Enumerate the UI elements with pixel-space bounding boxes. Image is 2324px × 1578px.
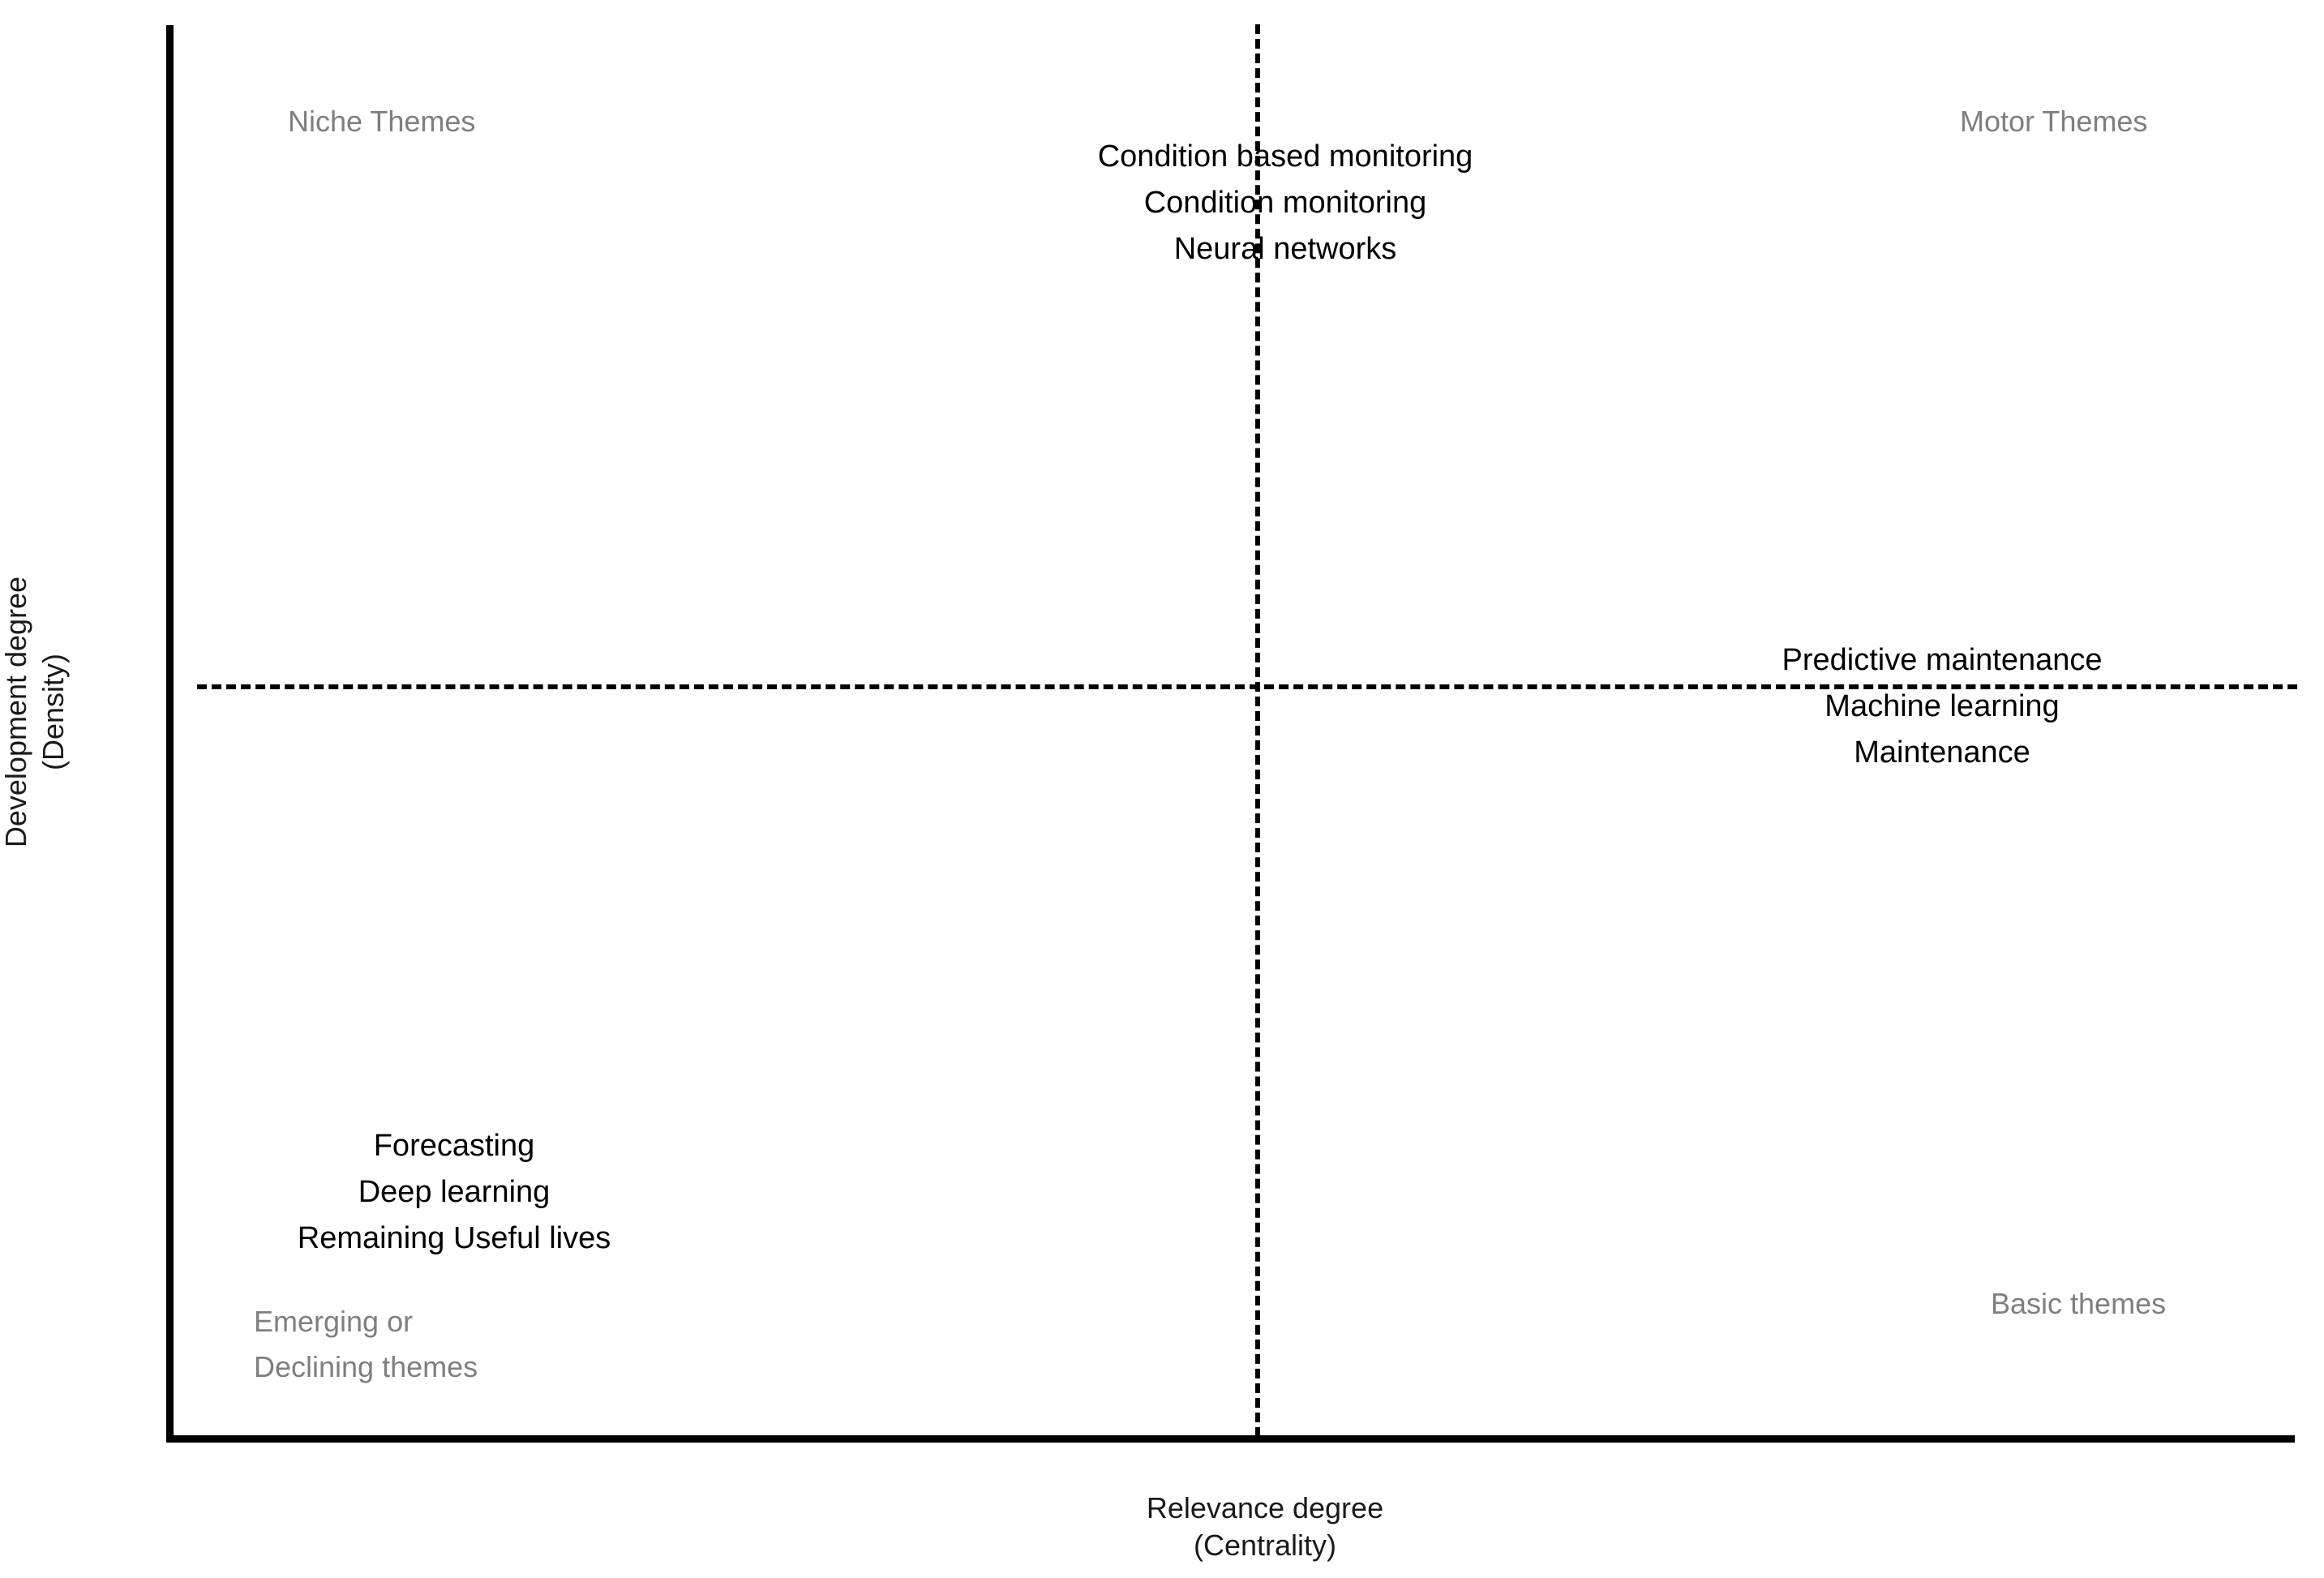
keyword-item: Maintenance <box>1854 735 2030 770</box>
keyword-cluster-emerging-declining-themes: Forecasting Deep learning Remaining Usef… <box>298 1123 611 1262</box>
keyword-item: Predictive maintenance <box>1782 643 2103 677</box>
centrality-divider-dashed-line <box>1255 24 1260 1437</box>
density-divider-dashed-line <box>197 684 2297 689</box>
x-axis-line <box>166 1435 2295 1443</box>
x-axis-title: Relevance degree (Centrality) <box>1146 1491 1384 1562</box>
keyword-cluster-motor-themes: Predictive maintenance Machine learning … <box>1782 637 2103 776</box>
keyword-item: Forecasting <box>373 1129 535 1163</box>
keyword-item: Neural networks <box>1173 232 1397 266</box>
keyword-item: Machine learning <box>1824 689 2060 723</box>
quadrant-label-emerging-declining-themes: Emerging or Declining themes <box>254 1305 478 1383</box>
keyword-cluster-niche-themes: Condition based monitoring Condition mon… <box>1098 134 1473 272</box>
y-axis-title: Development degree (Density) <box>0 576 70 848</box>
quadrant-label-motor-themes: Motor Themes <box>1960 105 2148 138</box>
keyword-item: Deep learning <box>358 1175 551 1209</box>
quadrant-label-niche-themes: Niche Themes <box>288 105 476 138</box>
keyword-item: Remaining Useful lives <box>297 1221 611 1255</box>
keyword-item: Condition monitoring <box>1143 186 1427 220</box>
keyword-item: Condition based monitoring <box>1097 139 1473 174</box>
quadrant-label-basic-themes: Basic themes <box>1991 1287 2167 1320</box>
y-axis-line <box>166 25 174 1443</box>
